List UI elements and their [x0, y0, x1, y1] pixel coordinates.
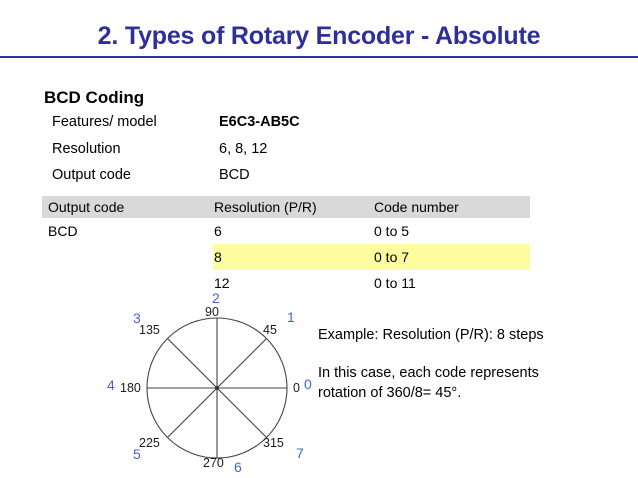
- spec-row: Resolution 6, 8, 12: [52, 141, 522, 161]
- degree-label-315: 315: [263, 436, 284, 450]
- row-highlight-band: [213, 244, 530, 270]
- degree-label-135: 135: [139, 323, 160, 337]
- explanation-text: Example: Resolution (P/R): 8 steps In th…: [318, 325, 618, 403]
- table-row: 12 0 to 11: [42, 270, 530, 296]
- page-title: 2. Types of Rotary Encoder - Absolute: [97, 22, 541, 50]
- code-label-1: 1: [287, 309, 295, 325]
- degree-label-45: 45: [263, 323, 277, 337]
- code-label-0: 0: [304, 376, 312, 392]
- spec-label: Output code: [52, 167, 131, 183]
- column-header-code-number: Code number: [374, 199, 459, 215]
- cell-resolution: 6: [214, 223, 222, 239]
- spec-label: Resolution: [52, 141, 121, 157]
- explanation-line-3: rotation of 360/8= 45°.: [318, 385, 462, 401]
- explanation-spacer: [318, 345, 618, 363]
- degree-label-90: 90: [205, 305, 219, 319]
- cell-code-number: 0 to 5: [374, 223, 410, 239]
- section-heading: BCD Coding: [44, 88, 145, 107]
- spec-value: E6C3-AB5C: [219, 114, 300, 130]
- degree-label-225: 225: [139, 436, 160, 450]
- code-table: Output code Resolution (P/R) Code number…: [42, 196, 530, 296]
- column-header-resolution: Resolution (P/R): [214, 199, 317, 215]
- dial-center-dot: [215, 386, 219, 390]
- code-label-3: 3: [133, 310, 141, 326]
- spec-value: 6, 8, 12: [219, 141, 268, 157]
- degree-label-180: 180: [120, 381, 141, 395]
- code-label-7: 7: [296, 445, 304, 461]
- spec-row: Features/ model E6C3-AB5C: [52, 114, 522, 134]
- cell-code-number: 0 to 11: [374, 275, 416, 291]
- rotary-dial-diagram: 0 45 90 135 180 225 270 315 0 1 2 3 4 5 …: [95, 288, 345, 478]
- cell-resolution: 8: [214, 249, 222, 265]
- title-divider: [0, 56, 638, 58]
- code-label-4: 4: [107, 377, 115, 393]
- table-header-row: Output code Resolution (P/R) Code number: [42, 196, 530, 218]
- spec-value: BCD: [219, 167, 250, 183]
- degree-label-0: 0: [293, 381, 300, 395]
- column-header-output-code: Output code: [48, 199, 125, 215]
- code-label-5: 5: [133, 446, 141, 462]
- spec-row: Output code BCD: [52, 167, 522, 187]
- cell-output-code: BCD: [48, 223, 78, 239]
- explanation-line-1: Example: Resolution (P/R): 8 steps: [318, 327, 544, 343]
- code-label-2: 2: [212, 290, 220, 306]
- table-row: BCD 6 0 to 5: [42, 218, 530, 244]
- explanation-line-2: In this case, each code represents: [318, 365, 539, 381]
- dial-svg: [146, 317, 288, 459]
- table-row-highlighted: 8 0 to 7: [42, 244, 530, 270]
- code-label-6: 6: [234, 459, 242, 475]
- cell-resolution: 12: [214, 275, 230, 291]
- spec-label: Features/ model: [52, 114, 157, 130]
- cell-code-number: 0 to 7: [374, 249, 410, 265]
- degree-label-270: 270: [203, 456, 224, 470]
